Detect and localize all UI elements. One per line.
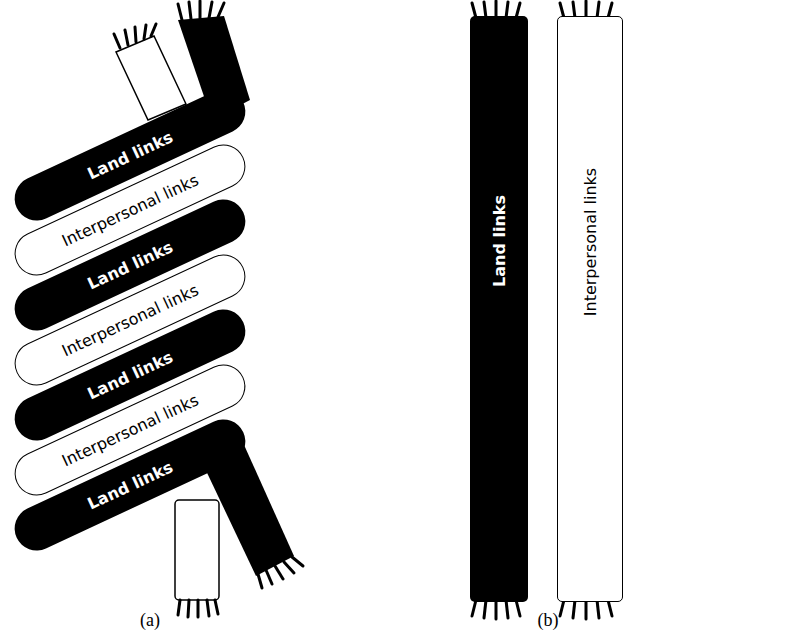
fringe	[197, 600, 200, 617]
fringe	[199, 1, 202, 18]
fringe	[585, 600, 588, 619]
fringe	[275, 566, 283, 579]
fringe	[151, 24, 156, 36]
strand-label: Land links	[490, 195, 509, 287]
fringe	[125, 30, 128, 45]
fringe	[189, 2, 191, 19]
fringe	[506, 600, 508, 618]
white-strand-end	[175, 500, 219, 600]
fringe	[516, 600, 520, 616]
fringe	[284, 562, 294, 573]
fringe	[178, 600, 180, 615]
fringe	[188, 600, 189, 617]
fringe	[495, 600, 498, 619]
panel-label: (a)	[140, 610, 160, 631]
fringe	[178, 4, 182, 20]
fringe	[114, 24, 156, 48]
fringe	[292, 557, 303, 566]
fringe	[258, 557, 303, 588]
strand-bar: Interpersonal links	[557, 16, 623, 602]
white-strand-end	[116, 36, 186, 120]
fringe	[114, 34, 120, 48]
fringe	[266, 570, 272, 584]
fringe	[597, 600, 599, 618]
fringe	[258, 574, 262, 588]
fringe	[608, 600, 612, 616]
fringe	[135, 27, 136, 42]
panel-label: (b)	[538, 610, 559, 631]
fringe	[209, 2, 212, 18]
strand-label: Interpersonal links	[581, 168, 600, 316]
fringe	[215, 600, 218, 614]
strand-bar: Land links	[470, 16, 528, 602]
fringe	[178, 600, 218, 617]
fringe	[573, 600, 575, 618]
fringe	[472, 600, 476, 616]
fringe	[144, 25, 146, 39]
fringe	[218, 3, 224, 17]
fringe	[178, 1, 224, 20]
fringe	[560, 600, 564, 616]
fringe	[484, 600, 486, 618]
fringe	[207, 600, 209, 616]
